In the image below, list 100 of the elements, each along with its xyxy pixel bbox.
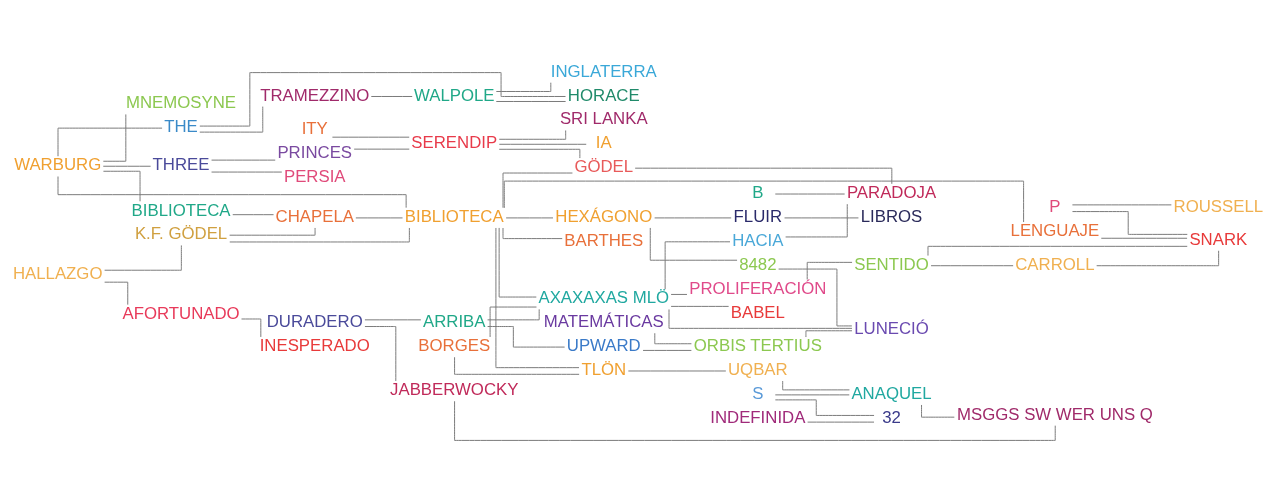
connector — [627, 370, 727, 372]
node-text: LUNECIÓ — [854, 319, 929, 339]
connector — [370, 96, 413, 97]
node-text: UPWARD — [566, 336, 641, 356]
connector — [505, 217, 554, 219]
connector — [498, 130, 567, 140]
node-text: B — [752, 183, 764, 203]
node-text: MNEMOSYNE — [126, 93, 237, 113]
node-text: WALPOLE — [413, 85, 495, 105]
node-text: THREE — [152, 155, 210, 175]
connector — [498, 227, 537, 298]
connector — [495, 101, 567, 102]
node-text: TLÖN — [581, 360, 627, 380]
node-text: TRAMEZZINO — [260, 85, 370, 105]
node-text: SENTIDO — [854, 254, 929, 274]
connector — [784, 217, 859, 219]
node-text: ANAQUEL — [851, 383, 932, 403]
node-text: ITY — [301, 119, 328, 139]
node-text: S — [752, 383, 764, 403]
node-text: INDEFINIDA — [710, 407, 806, 427]
node-text: THE — [164, 117, 198, 137]
connector — [331, 136, 410, 138]
node-text: PARADOJA — [846, 183, 937, 203]
connector — [785, 203, 848, 238]
connector — [487, 308, 540, 321]
node-text: LIBROS — [860, 206, 923, 226]
connector — [503, 180, 1025, 223]
node-text: BARTHES — [564, 230, 644, 250]
connector — [807, 421, 875, 423]
connector — [670, 305, 730, 307]
connector — [102, 170, 141, 202]
connector — [654, 332, 692, 345]
connector — [211, 159, 276, 161]
connector — [364, 326, 397, 382]
connector — [102, 113, 127, 162]
connector — [502, 172, 573, 209]
node-text: HORACE — [567, 85, 640, 105]
node-text: AFORTUNADO — [122, 303, 240, 323]
connector — [102, 165, 152, 167]
connector — [805, 330, 853, 338]
connector — [104, 281, 129, 306]
node-text: HACIA — [732, 230, 784, 250]
node-text: BORGES — [418, 336, 491, 356]
connector — [502, 227, 563, 240]
connector — [642, 349, 692, 351]
node-text: UQBAR — [727, 360, 788, 380]
connector — [487, 326, 566, 348]
connector — [57, 176, 407, 209]
node-text: ROUSSELL — [1173, 197, 1264, 217]
connector — [670, 293, 688, 295]
connector — [806, 261, 853, 280]
connector — [199, 106, 264, 133]
connector — [241, 318, 262, 338]
connector — [782, 380, 850, 391]
connector — [364, 319, 422, 321]
node-text: BIBLIOTECA — [131, 200, 231, 220]
node-text: AXAXAXAS MLÖ — [538, 288, 670, 308]
connector — [654, 217, 732, 219]
connector — [668, 308, 853, 329]
node-text: PRINCES — [277, 143, 353, 163]
node-text: GÖDEL — [574, 157, 634, 177]
connector — [353, 148, 410, 150]
connector — [774, 193, 846, 195]
connector — [229, 227, 316, 236]
connector — [649, 227, 738, 261]
connector — [495, 227, 580, 369]
node-text: PERSIA — [283, 166, 346, 186]
node-text: BIBLIOTECA — [404, 206, 504, 226]
node-text: CHAPELA — [275, 206, 354, 226]
node-text: WARBURG — [14, 155, 102, 175]
node-text: BABEL — [730, 302, 785, 322]
connector — [930, 265, 1014, 267]
node-text: SERENDIP — [411, 133, 498, 153]
node-text: HALLAZGO — [12, 263, 103, 283]
node-text: K.F. GÖDEL — [134, 224, 228, 244]
node-text: FLUIR — [733, 206, 783, 226]
connector — [927, 245, 1188, 257]
node-text: 8482 — [739, 254, 777, 274]
node-text: INESPERADO — [259, 336, 370, 356]
node-text: JABBERWOCKY — [390, 380, 519, 400]
node-text: 32 — [882, 407, 901, 427]
node-text: HEXÁGONO — [555, 206, 653, 226]
connector — [778, 268, 853, 327]
connector — [199, 72, 566, 127]
connector — [1100, 237, 1188, 239]
connector — [498, 143, 587, 145]
connector — [57, 127, 163, 157]
node-text: MATEMÁTICAS — [543, 312, 664, 332]
node-text: PROLIFERACIÓN — [689, 278, 827, 298]
node-text: SRI LANKA — [559, 109, 648, 129]
connector — [498, 148, 581, 159]
connector — [1072, 211, 1188, 235]
node-text: MSGGS SW WER UNS Q — [957, 404, 1153, 424]
connector — [1071, 204, 1172, 206]
connector — [495, 82, 552, 92]
node-text: P — [1049, 197, 1061, 217]
node-text: DURADERO — [266, 312, 363, 332]
connector — [489, 306, 537, 338]
node-text: CARROLL — [1015, 254, 1095, 274]
connector — [774, 394, 850, 396]
